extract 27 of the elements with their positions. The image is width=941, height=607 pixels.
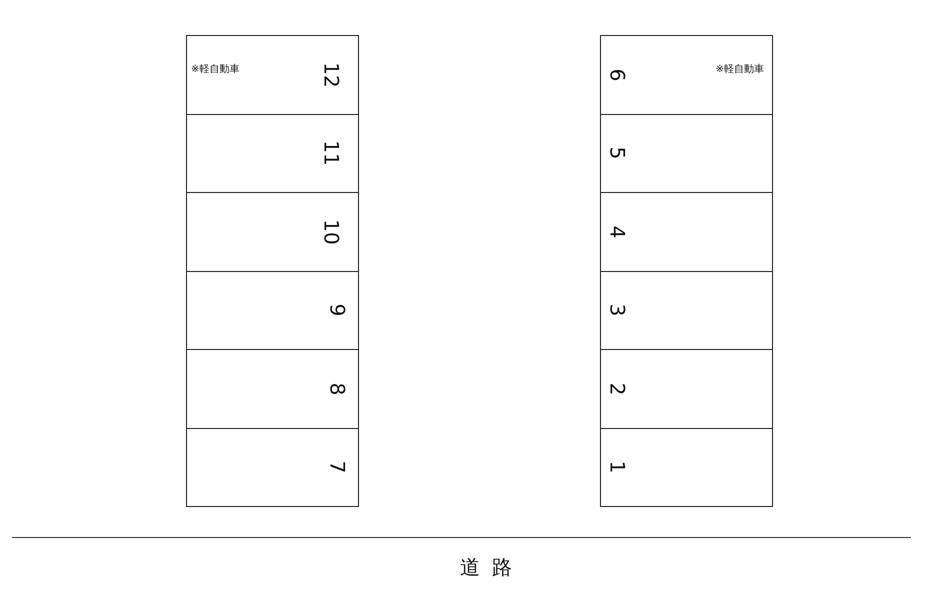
parking-stall bbox=[186, 428, 359, 507]
parking-stall bbox=[186, 114, 359, 193]
parking-stall bbox=[600, 270, 773, 350]
stall-number: 11 bbox=[319, 140, 344, 166]
stall-number: 7 bbox=[326, 460, 350, 474]
stall-number: 2 bbox=[605, 382, 630, 396]
parking-stall bbox=[186, 349, 359, 428]
stall-number: 12 bbox=[319, 62, 344, 88]
stall-number: 6 bbox=[605, 68, 630, 82]
stall-number: 3 bbox=[605, 304, 630, 317]
stall-number: 10 bbox=[319, 219, 344, 244]
parking-stall bbox=[186, 270, 359, 350]
road-label: 道路 bbox=[460, 555, 524, 579]
parking-stall bbox=[600, 349, 773, 428]
parking-stall bbox=[600, 114, 773, 193]
parking-stall bbox=[600, 192, 773, 272]
stall-number: 4 bbox=[605, 225, 630, 238]
parking-stall bbox=[186, 192, 359, 272]
stall-number: 1 bbox=[605, 460, 630, 474]
stall-note: ※軽自動車 bbox=[716, 62, 764, 76]
parking-stall bbox=[600, 428, 773, 507]
stall-number: 9 bbox=[326, 304, 350, 317]
parking-stall bbox=[186, 35, 359, 114]
stall-note: ※軽自動車 bbox=[191, 62, 240, 76]
stall-number: 8 bbox=[326, 382, 350, 396]
stall-number: 5 bbox=[605, 146, 630, 160]
parking-stall bbox=[600, 35, 773, 114]
